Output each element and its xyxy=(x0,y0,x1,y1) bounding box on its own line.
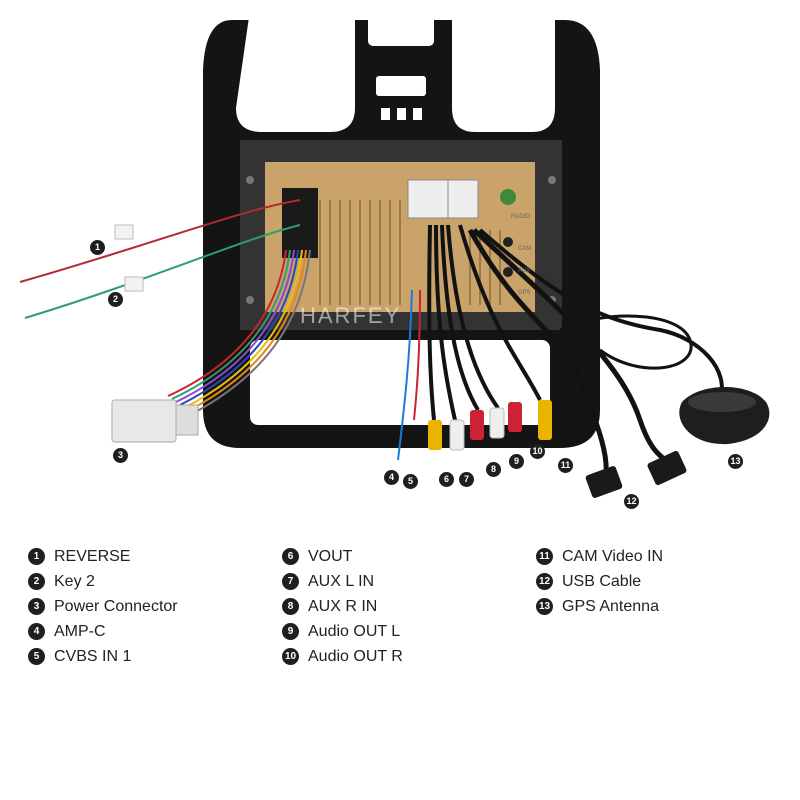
bezel-cutout-left xyxy=(236,10,355,132)
gps-cable xyxy=(478,228,724,401)
usb-plug-2 xyxy=(647,450,687,486)
callout-7: 7 xyxy=(459,472,474,487)
legend-number: 6 xyxy=(282,548,299,565)
legend-item: 7 AUX L IN xyxy=(282,569,403,594)
wire-label-tag xyxy=(124,276,144,292)
bezel-slot-top xyxy=(368,10,434,46)
main-harness-socket xyxy=(282,188,318,258)
av-socket-right xyxy=(447,179,479,219)
legend-label: REVERSE xyxy=(54,547,131,565)
legend-item: 4 AMP-C xyxy=(28,619,178,644)
legend-item: 6 VOUT xyxy=(282,544,403,569)
callout-3: 3 xyxy=(113,448,128,463)
legend-item: 1 REVERSE xyxy=(28,544,178,569)
legend-item: 11 CAM Video IN xyxy=(536,544,663,569)
legend-number: 13 xyxy=(536,598,553,615)
legend-item: 5 CVBS IN 1 xyxy=(28,644,178,669)
legend-number: 2 xyxy=(28,573,45,590)
legend-label: Power Connector xyxy=(54,597,178,615)
bezel-cutout-right xyxy=(452,10,555,132)
power-harness-wires xyxy=(167,249,311,415)
callout-11: 11 xyxy=(558,458,573,473)
legend-number: 5 xyxy=(28,648,45,665)
gps-cable-coil xyxy=(559,314,693,370)
bezel-slot-small xyxy=(376,76,426,96)
cam-label: CAM xyxy=(518,246,532,252)
watermark: HARFEY xyxy=(300,303,402,328)
legend-number: 1 xyxy=(28,548,45,565)
callout-9: 9 xyxy=(509,454,524,469)
legend-number: 10 xyxy=(282,648,299,665)
legend-label: VOUT xyxy=(308,547,353,565)
legend-column-3: 11 CAM Video IN 12 USB Cable 13 GPS Antenna xyxy=(536,544,663,619)
legend-number: 12 xyxy=(536,573,553,590)
legend-label: CAM Video IN xyxy=(562,547,664,565)
legend-label: AUX L IN xyxy=(308,572,375,590)
bezel-vent-3 xyxy=(413,108,422,120)
gps-label: GPS xyxy=(518,290,531,296)
radio-label: RADIO xyxy=(511,214,531,220)
legend-label: USB Cable xyxy=(562,572,642,590)
legend-number: 8 xyxy=(282,598,299,615)
legend-label: AUX R IN xyxy=(308,597,378,615)
legend-number: 3 xyxy=(28,598,45,615)
wiring-illustration xyxy=(19,10,770,498)
legend-item: 3 Power Connector xyxy=(28,594,178,619)
legend-number: 9 xyxy=(282,623,299,640)
gps-antenna-jack xyxy=(500,189,516,205)
callout-4: 4 xyxy=(384,470,399,485)
legend-item: 10 Audio OUT R xyxy=(282,644,403,669)
legend-column-2: 6 VOUT 7 AUX L IN 8 AUX R IN 9 Audio OUT L 1… xyxy=(282,544,403,669)
legend-number: 11 xyxy=(536,548,553,565)
rca-plugs xyxy=(428,400,552,451)
power-connector xyxy=(111,399,177,443)
callout-13: 13 xyxy=(728,454,743,469)
bezel-cutout-bottom xyxy=(250,340,550,425)
usb-cable xyxy=(467,228,609,481)
callout-2: 2 xyxy=(108,292,123,307)
legend-label: Audio OUT R xyxy=(308,647,403,665)
legend-label: Audio OUT L xyxy=(308,622,401,640)
aux-jack xyxy=(503,267,513,277)
reverse-wire xyxy=(19,199,301,283)
legend-number: 4 xyxy=(28,623,45,640)
bezel-vent-2 xyxy=(397,108,406,120)
usb-cable-2 xyxy=(472,228,667,462)
wire-label-tag xyxy=(114,224,134,240)
callout-8: 8 xyxy=(486,462,501,477)
rca-cables xyxy=(427,224,542,421)
callout-6: 6 xyxy=(439,472,454,487)
legend-label: GPS Antenna xyxy=(562,597,659,615)
aux-label: AUX xyxy=(518,268,531,274)
legend-item: 12 USB Cable xyxy=(536,569,663,594)
legend-item: 8 AUX R IN xyxy=(282,594,403,619)
bezel-vent-1 xyxy=(381,108,390,120)
mount-screw xyxy=(246,176,254,184)
wiring-diagram: RADIO CAM AUX GPS HARFEY 1 2 3 4 5 6 7 8… xyxy=(19,10,770,509)
legend-label: CVBS IN 1 xyxy=(54,647,132,665)
legend-number: 7 xyxy=(282,573,299,590)
heat-sink-fins xyxy=(319,200,501,305)
av-socket-left xyxy=(407,179,449,219)
callout-12: 12 xyxy=(624,494,639,509)
legend-item: 2 Key 2 xyxy=(28,569,178,594)
mount-screw xyxy=(246,296,254,304)
gps-antenna-top xyxy=(688,392,756,412)
power-connector-latch xyxy=(175,404,199,436)
legend-label: AMP-C xyxy=(54,622,106,640)
cvbs-wire xyxy=(413,289,421,421)
legend-label: Key 2 xyxy=(54,572,95,590)
radio-antenna-jack xyxy=(503,237,513,247)
legend-item: 9 Audio OUT L xyxy=(282,619,403,644)
callout-1: 1 xyxy=(90,240,105,255)
legend-item: 13 GPS Antenna xyxy=(536,594,663,619)
amp-c-wire xyxy=(397,289,413,461)
callout-5: 5 xyxy=(403,474,418,489)
key2-wire xyxy=(24,224,301,319)
usb-plug xyxy=(585,466,623,498)
callout-10: 10 xyxy=(530,444,545,459)
mount-screw xyxy=(548,176,556,184)
